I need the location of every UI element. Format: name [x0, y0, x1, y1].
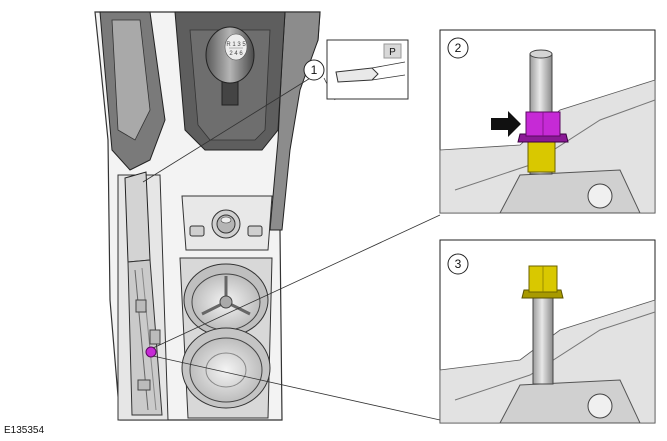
gear-pattern-row-1: R 1 3 5: [226, 42, 246, 48]
black-arrow-icon: [491, 111, 521, 137]
reference-code: E135354: [4, 425, 44, 436]
callout-3-label: 3: [455, 257, 462, 271]
nut-highlight-small: [145, 346, 157, 358]
parking-symbol: P: [389, 47, 396, 58]
callout-1: 1: [303, 59, 325, 81]
cup-holders: [179, 257, 273, 419]
gear-pattern-row-2: 2 4 6: [229, 51, 243, 57]
callout-2-label: 2: [455, 41, 462, 55]
center-console: R 1 3 5 2 4 6: [94, 11, 321, 421]
switch-panel: [181, 195, 273, 251]
detail-panel-2: 2: [439, 29, 656, 214]
washer-highlight: [527, 137, 556, 173]
gear-knob: R 1 3 5 2 4 6: [205, 26, 255, 106]
detail-panel-3: 3: [439, 239, 656, 424]
parking-brake-lever: [117, 171, 169, 421]
callout-1-label: 1: [311, 63, 318, 77]
parking-brake-icon: P: [326, 39, 409, 100]
